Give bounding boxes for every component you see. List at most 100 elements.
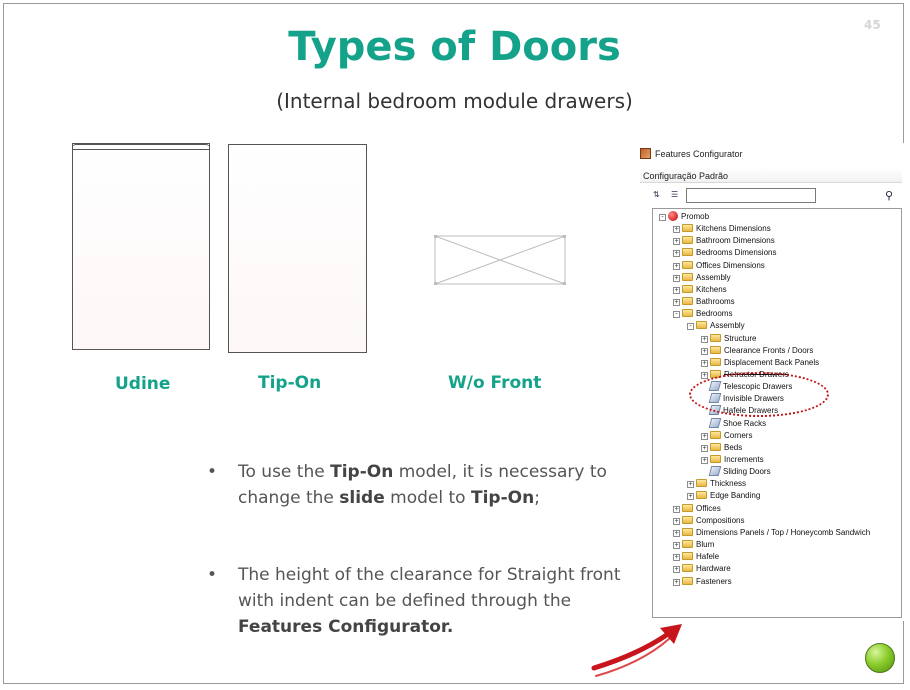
- tree-node[interactable]: Sliding Doors: [701, 466, 771, 478]
- expand-icon[interactable]: +: [701, 359, 708, 367]
- expand-icon[interactable]: +: [701, 335, 708, 343]
- tree-node-label: Bathroom Dimensions: [696, 236, 775, 246]
- expand-icon[interactable]: +: [673, 286, 680, 294]
- expand-icon[interactable]: +: [701, 432, 708, 440]
- tree-node-label: Edge Banding: [710, 491, 761, 501]
- slide-subtitle: (Internal bedroom module drawers): [276, 89, 633, 113]
- expand-icon[interactable]: +: [673, 578, 680, 586]
- tipon-door-illustration: [228, 144, 367, 353]
- door-label-tipon: Tip-On: [258, 373, 322, 393]
- tree-node[interactable]: Shoe Racks: [701, 417, 766, 430]
- tree-node[interactable]: + Fasteners: [673, 576, 732, 588]
- tree-node[interactable]: + Offices Dimensions: [673, 260, 765, 272]
- tree-node[interactable]: +Kitchens Dimensions: [673, 223, 771, 235]
- tree-node-label: Corners: [724, 430, 753, 440]
- tree-node-label: Blum: [696, 540, 715, 550]
- spacer: [701, 419, 708, 426]
- tree-node[interactable]: + Thickness: [687, 478, 746, 490]
- tree-node[interactable]: + Dimensions Panels / Top / Honeycomb San…: [673, 527, 870, 539]
- folder-icon: [682, 248, 693, 257]
- tree-node[interactable]: - Bedrooms: [673, 308, 732, 320]
- expand-icon[interactable]: +: [673, 542, 680, 550]
- tree-node-label: Thickness: [710, 479, 747, 489]
- tree-node-label: Hafele: [696, 552, 720, 562]
- tree-node[interactable]: +Assembly: [673, 272, 731, 284]
- expand-icon[interactable]: +: [673, 238, 680, 246]
- tree-node-label: Dimensions Panels / Top / Honeycomb Sand…: [696, 527, 871, 537]
- next-slide-button[interactable]: [865, 643, 895, 673]
- highlight-ellipse: [689, 372, 829, 417]
- tree-node[interactable]: + Hardware: [673, 563, 731, 575]
- red-arrow-icon: [591, 624, 682, 677]
- bullet-text: The height of the clearance for Straight…: [238, 565, 621, 637]
- expand-icon[interactable]: +: [701, 371, 708, 379]
- expand-icon[interactable]: +: [701, 457, 708, 464]
- tree-node-label: Promob: [681, 212, 710, 221]
- expand-icon[interactable]: +: [687, 481, 694, 489]
- expand-icon[interactable]: +: [673, 517, 680, 525]
- folder-icon: [682, 236, 693, 245]
- folder-icon: [710, 357, 721, 366]
- item-icon: [708, 466, 722, 477]
- collapse-icon[interactable]: -: [673, 311, 680, 319]
- tree-node[interactable]: +Kitchens: [673, 284, 727, 296]
- slide-title: Types of Doors: [288, 24, 621, 70]
- collapse-icon[interactable]: -: [687, 323, 694, 331]
- expand-icon[interactable]: +: [687, 493, 694, 501]
- folder-icon: [682, 284, 693, 293]
- configurator-icon: [640, 148, 651, 159]
- tree-node-label: Structure: [724, 333, 757, 343]
- tree-node[interactable]: +Displacement Back Panels: [701, 357, 819, 369]
- folder-icon: [710, 442, 721, 451]
- expand-icon[interactable]: +: [701, 444, 708, 452]
- tree-node[interactable]: +Offices: [673, 503, 721, 515]
- tree-node[interactable]: + Structure: [701, 333, 756, 345]
- folder-icon: [682, 503, 693, 512]
- folder-icon: [682, 540, 693, 549]
- tree-node-label: Clearance Fronts / Doors: [724, 345, 814, 355]
- expand-icon[interactable]: +: [673, 554, 680, 562]
- expand-icon[interactable]: +: [673, 226, 680, 234]
- tree-node-label: Compositions: [696, 515, 745, 525]
- folder-icon: [682, 552, 693, 561]
- expand-icon[interactable]: +: [673, 566, 680, 574]
- udine-door-illustration: [72, 143, 210, 350]
- tree-node[interactable]: -Assembly: [687, 320, 745, 332]
- root-icon: [668, 211, 678, 221]
- spacer: [701, 467, 708, 474]
- folder-icon: [710, 333, 721, 342]
- tree-node[interactable]: + Increments: [701, 454, 764, 466]
- tree-node-label: Bedrooms Dimensions: [696, 248, 777, 258]
- tree-node-label: Offices Dimensions: [696, 260, 765, 270]
- sort-icon[interactable]: ⇅: [653, 190, 660, 199]
- tree-node[interactable]: + Edge Banding: [687, 490, 760, 502]
- expand-icon[interactable]: +: [673, 250, 680, 258]
- search-input[interactable]: [686, 188, 816, 203]
- expand-icon[interactable]: +: [673, 505, 680, 513]
- tree-node-label: Hardware: [696, 564, 731, 574]
- expand-icon[interactable]: +: [673, 274, 680, 282]
- tree-node[interactable]: + Compositions: [673, 515, 744, 527]
- tree-node[interactable]: + Bathroom Dimensions: [673, 235, 775, 247]
- expand-icon[interactable]: +: [673, 299, 680, 307]
- folder-icon: [696, 491, 707, 500]
- expand-icon[interactable]: +: [701, 347, 708, 355]
- tree-node[interactable]: + Hafele: [673, 551, 719, 563]
- folder-icon: [696, 321, 707, 330]
- tree-node[interactable]: + Clearance Fronts / Doors: [701, 345, 813, 357]
- collapse-icon[interactable]: -: [659, 214, 666, 221]
- tree-node-label: Fasteners: [696, 576, 732, 586]
- binoculars-icon[interactable]: ⚲: [885, 189, 894, 202]
- tree-node[interactable]: + Bedrooms Dimensions: [673, 247, 776, 259]
- tree-node[interactable]: +Bathrooms: [673, 296, 735, 308]
- tree-node[interactable]: - Promob: [659, 211, 709, 223]
- tree-node[interactable]: + Blum: [673, 539, 714, 551]
- tree-node-label: Bedrooms: [696, 309, 733, 319]
- list-icon[interactable]: ☰: [671, 190, 679, 199]
- tree-node[interactable]: +Beds: [701, 442, 742, 454]
- folder-icon: [682, 576, 693, 585]
- expand-icon[interactable]: +: [673, 262, 680, 270]
- expand-icon[interactable]: +: [673, 529, 680, 537]
- tree-node-label: Increments: [724, 455, 764, 464]
- tree-node[interactable]: + Corners: [701, 430, 752, 442]
